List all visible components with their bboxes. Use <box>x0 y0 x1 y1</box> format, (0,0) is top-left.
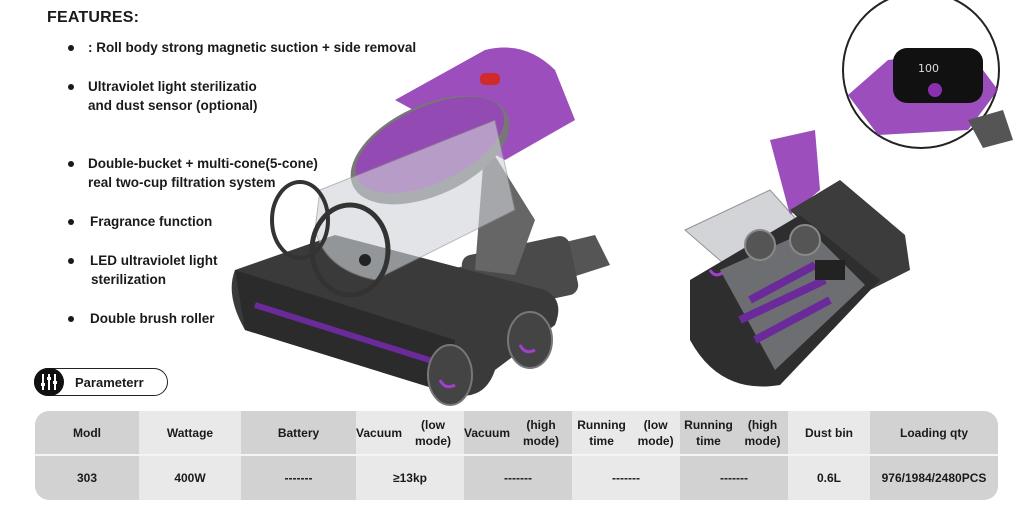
feature-item: Ultraviolet light sterilizatio and dust s… <box>68 77 258 115</box>
bullet-icon <box>68 84 74 90</box>
table-value-cell: ≥13kp <box>393 471 427 485</box>
header-text: Loading qty <box>900 425 968 440</box>
parameter-label: Parameterr <box>75 375 144 390</box>
table-column: Running time (low mode) ------- <box>572 411 680 500</box>
feature-item: LED ultraviolet light sterilization <box>68 251 218 289</box>
bullet-icon <box>68 219 74 225</box>
table-value-cell: ------- <box>612 471 640 485</box>
table-header-cell: Vacuum (low mode) <box>356 411 464 456</box>
table-value-cell: 400W <box>174 471 206 485</box>
table-header-cell: Wattage <box>139 411 241 456</box>
vacuum-product-image-main <box>231 47 610 406</box>
table-value-cell: ------- <box>284 471 313 485</box>
header-text: (high mode) <box>744 417 781 448</box>
feature-text: Ultraviolet light sterilizatio <box>88 79 257 94</box>
table-header-cell: Running time (low mode) <box>572 411 680 456</box>
table-column: Modl 303 <box>35 411 139 500</box>
header-text: (high mode) <box>523 417 560 448</box>
bullet-icon <box>68 161 74 167</box>
bullet-icon <box>68 45 74 51</box>
table-column: Running time (high mode) ------- <box>680 411 788 500</box>
header-text: Vacuum <box>464 425 511 440</box>
sliders-icon <box>34 367 64 396</box>
table-value-cell: 0.6L <box>816 471 841 485</box>
feature-text: Double-bucket + multi-cone(5-cone) <box>88 156 318 171</box>
header-text: Battery <box>277 425 320 440</box>
feature-item: Double-bucket + multi-cone(5-cone) real t… <box>68 154 318 192</box>
table-column: Vacuum (high mode) ------- <box>464 411 572 500</box>
table-header-cell: Running time (high mode) <box>680 411 788 456</box>
feature-item: Double brush roller <box>68 309 215 328</box>
table-value-cell: ------- <box>720 471 748 485</box>
table-column: Battery ------- <box>241 411 356 500</box>
feature-text: LED ultraviolet light <box>90 253 218 268</box>
header-text: (low mode) <box>415 417 452 448</box>
table-header-cell: Modl <box>35 411 139 456</box>
svg-text:100: 100 <box>918 62 939 75</box>
display-panel-closeup: 100 <box>842 0 1013 149</box>
vacuum-product-image-bottom-view <box>684 130 910 387</box>
table-column: Wattage 400W <box>139 411 241 500</box>
table-header-cell: Loading qty <box>870 411 998 456</box>
feature-item: : Roll body strong magnetic suction + si… <box>68 38 416 57</box>
feature-text: Fragrance function <box>90 214 213 229</box>
table-column: Dust bin 0.6L <box>788 411 870 500</box>
feature-text: Double brush roller <box>90 311 215 326</box>
header-text: Wattage <box>166 425 214 440</box>
feature-text: and dust sensor (optional) <box>88 98 258 113</box>
table-column: Vacuum (low mode) ≥13kp <box>356 411 464 500</box>
spec-table: Modl 303 Wattage 400W Battery ------- Vacuum (l… <box>35 411 998 500</box>
parameter-badge: Parameterr <box>34 367 168 396</box>
header-text: Dust bin <box>805 425 853 440</box>
table-header-cell: Battery <box>241 411 356 456</box>
header-text: (low mode) <box>637 417 674 448</box>
header-text: Running time <box>577 417 626 448</box>
bullet-icon <box>68 316 74 322</box>
features-title: FEATURES: <box>47 9 140 26</box>
feature-item: Fragrance function <box>68 212 212 231</box>
feature-text: real two-cup filtration system <box>88 175 276 190</box>
table-header-cell: Dust bin <box>788 411 870 456</box>
table-header-cell: Vacuum (high mode) <box>464 411 572 456</box>
table-value-cell: 976/1984/2480PCS <box>881 471 987 485</box>
feature-text: : Roll body strong magnetic suction + si… <box>88 40 417 55</box>
table-value-cell: ------- <box>504 471 532 485</box>
feature-text: sterilization <box>91 272 167 287</box>
table-column: Loading qty 976/1984/2480PCS <box>870 411 998 500</box>
bullet-icon <box>68 258 74 264</box>
header-text: Vacuum <box>356 425 403 440</box>
header-text: Modl <box>73 425 101 440</box>
table-value-cell: 303 <box>76 471 98 485</box>
header-text: Running time <box>684 417 733 448</box>
